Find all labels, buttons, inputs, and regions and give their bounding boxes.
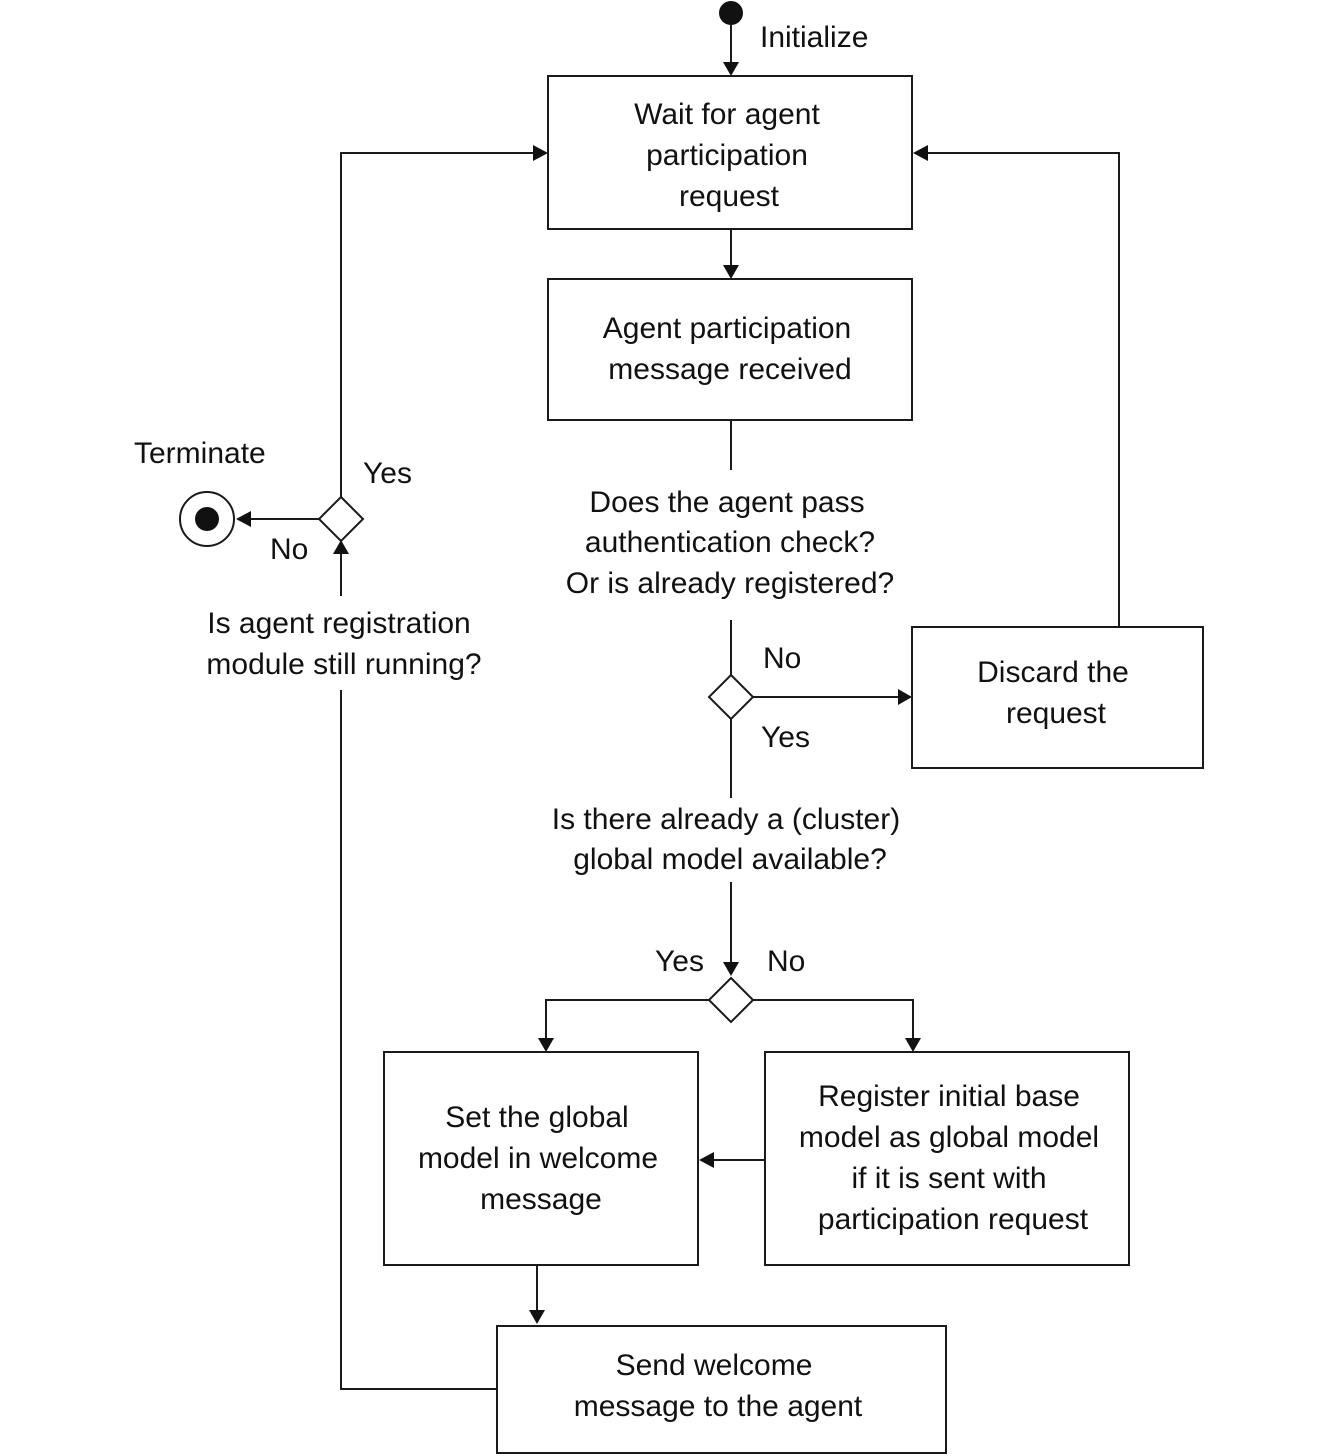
auth-question-line-1: Does the agent pass bbox=[589, 486, 864, 519]
auth-question-line-3: Or is already registered? bbox=[566, 567, 894, 600]
auth-question: Does the agent pass authentication check… bbox=[566, 486, 894, 600]
box-wait-request: Wait for agent participation request bbox=[547, 75, 913, 230]
box-discard: Discard the request bbox=[911, 626, 1204, 769]
start-node bbox=[719, 1, 743, 25]
register-base-model-line-3: if it is sent with bbox=[851, 1162, 1046, 1195]
auth-question-line-2: authentication check? bbox=[585, 526, 875, 559]
edge-send-to-running-question bbox=[340, 690, 497, 1390]
running-yes-label: Yes bbox=[363, 457, 412, 490]
auth-no-label: No bbox=[763, 642, 801, 675]
running-question: Is agent registration module still runni… bbox=[206, 607, 481, 681]
global-model-question: Is there already a (cluster) global mode… bbox=[552, 803, 900, 876]
send-welcome-line-1: Send welcome bbox=[616, 1349, 813, 1382]
discard-line-2: request bbox=[1006, 697, 1107, 730]
global-model-question-line-1: Is there already a (cluster) bbox=[552, 803, 900, 836]
arrowhead bbox=[699, 1152, 714, 1168]
message-received-line-2: message received bbox=[608, 353, 851, 386]
arrowhead bbox=[538, 1038, 554, 1052]
edge-running-yes-to-wait bbox=[340, 152, 534, 497]
register-base-model-line-1: Register initial base bbox=[818, 1080, 1080, 1113]
set-global-model-line-1: Set the global bbox=[445, 1101, 628, 1134]
edge-model-yes-to-set bbox=[545, 999, 709, 1040]
arrowhead bbox=[533, 145, 548, 161]
running-no-label: No bbox=[270, 533, 308, 566]
register-base-model-line-2: model as global model bbox=[799, 1121, 1099, 1154]
register-base-model-line-4: participation request bbox=[818, 1203, 1089, 1236]
running-question-line-2: module still running? bbox=[206, 648, 481, 681]
arrowhead bbox=[913, 145, 928, 161]
wait-request-line-3: request bbox=[679, 180, 780, 213]
discard-line-1: Discard the bbox=[977, 656, 1129, 689]
edge-model-no-to-register bbox=[753, 999, 914, 1040]
arrowhead bbox=[723, 265, 739, 279]
model-decision-diamond bbox=[707, 976, 755, 1024]
model-yes-label: Yes bbox=[655, 945, 704, 978]
running-question-line-1: Is agent registration bbox=[207, 607, 470, 640]
label-initialize: Initialize bbox=[760, 21, 868, 54]
send-welcome-line-2: message to the agent bbox=[574, 1390, 863, 1423]
running-decision-diamond bbox=[317, 495, 365, 543]
arrowhead bbox=[905, 1038, 921, 1052]
box-send-welcome: Send welcome message to the agent bbox=[496, 1325, 947, 1454]
label-terminate: Terminate bbox=[134, 437, 266, 470]
message-received-line-1: Agent participation bbox=[603, 312, 852, 345]
terminate-node bbox=[179, 491, 235, 547]
auth-decision-diamond bbox=[707, 673, 755, 721]
global-model-question-line-2: global model available? bbox=[573, 843, 887, 876]
box-message-received: Agent participation message received bbox=[547, 278, 913, 421]
arrowhead bbox=[898, 689, 912, 705]
arrowhead bbox=[723, 962, 739, 976]
edge-discard-to-wait bbox=[926, 152, 1120, 627]
set-global-model-line-3: message bbox=[480, 1183, 602, 1216]
model-no-label: No bbox=[767, 945, 805, 978]
arrowhead bbox=[333, 540, 349, 554]
auth-yes-label: Yes bbox=[761, 721, 810, 754]
arrowhead bbox=[723, 62, 739, 76]
box-set-global-model: Set the global model in welcome message bbox=[383, 1051, 699, 1266]
box-register-base-model: Register initial base model as global mo… bbox=[764, 1051, 1130, 1266]
wait-request-line-2: participation bbox=[646, 139, 808, 172]
arrowhead bbox=[529, 1310, 545, 1324]
set-global-model-line-2: model in welcome bbox=[418, 1142, 658, 1175]
wait-request-line-1: Wait for agent bbox=[634, 98, 820, 131]
arrowhead bbox=[236, 511, 251, 527]
